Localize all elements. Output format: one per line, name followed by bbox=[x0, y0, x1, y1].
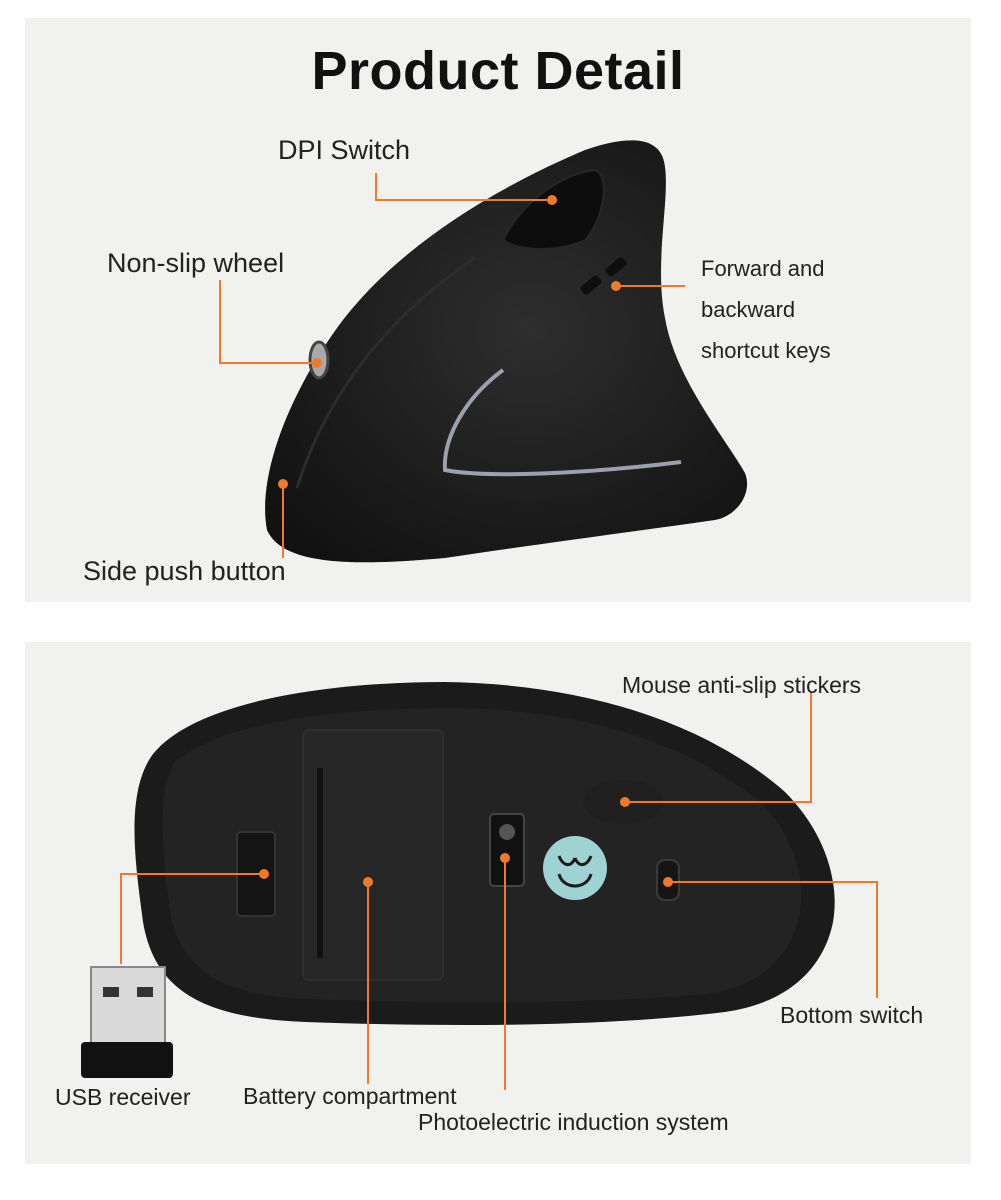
mouse-top-view-illustration bbox=[219, 140, 748, 563]
sensor-badge-shape bbox=[543, 836, 607, 900]
mouse-bottom-view-illustration bbox=[81, 682, 878, 1090]
callout-dot bbox=[663, 877, 673, 887]
optical-lens-shape bbox=[499, 824, 515, 840]
callout-dot bbox=[312, 358, 322, 368]
label-battery-compartment: Battery compartment bbox=[243, 1083, 457, 1109]
battery-lid-shape bbox=[302, 729, 444, 981]
thumb-rest-light-curve bbox=[442, 368, 682, 477]
top-view-panel: Product Detail DPI Switch Non-slip wheel… bbox=[25, 18, 971, 602]
label-dpi-switch: DPI Switch bbox=[278, 135, 411, 165]
callout-dot bbox=[500, 853, 510, 863]
callout-dot bbox=[620, 797, 630, 807]
page-title: Product Detail bbox=[311, 41, 685, 101]
callout-usb-receiver bbox=[120, 873, 262, 964]
callout-dot bbox=[547, 195, 557, 205]
label-photoelectric-system: Photoelectric induction system bbox=[418, 1109, 729, 1135]
callout-bottom-switch bbox=[670, 881, 878, 998]
callout-dpi-switch bbox=[375, 173, 550, 201]
label-usb-receiver: USB receiver bbox=[55, 1084, 191, 1110]
mouse-body-shape bbox=[265, 140, 748, 563]
callout-dot bbox=[611, 281, 621, 291]
callout-dot bbox=[278, 479, 288, 489]
label-anti-slip-stickers: Mouse anti-slip stickers bbox=[622, 672, 862, 698]
label-bottom-switch: Bottom switch bbox=[780, 1002, 924, 1028]
side-key-shape bbox=[580, 275, 602, 295]
callout-dot bbox=[363, 877, 373, 887]
dpi-switch-shape bbox=[501, 168, 605, 250]
battery-lid-groove bbox=[317, 768, 323, 958]
usb-receiver-illustration bbox=[81, 966, 173, 1078]
label-shortcut-keys-line3: shortcut keys bbox=[701, 338, 831, 363]
label-shortcut-keys-line1: Forward and bbox=[701, 256, 825, 281]
callout-non-slip-wheel bbox=[219, 280, 315, 364]
callout-dot bbox=[259, 869, 269, 879]
optical-sensor-shape bbox=[489, 813, 525, 887]
label-shortcut-keys-line2: backward bbox=[701, 297, 796, 322]
side-key-shape bbox=[605, 257, 627, 277]
button-seam-line bbox=[295, 256, 476, 489]
label-side-push-button: Side push button bbox=[83, 556, 286, 586]
label-non-slip-wheel: Non-slip wheel bbox=[107, 248, 285, 278]
sensor-badge-mark bbox=[557, 855, 593, 888]
bottom-view-panel: Mouse anti-slip stickers Bottom switch U… bbox=[25, 642, 971, 1164]
callout-anti-slip-stickers bbox=[627, 692, 812, 803]
